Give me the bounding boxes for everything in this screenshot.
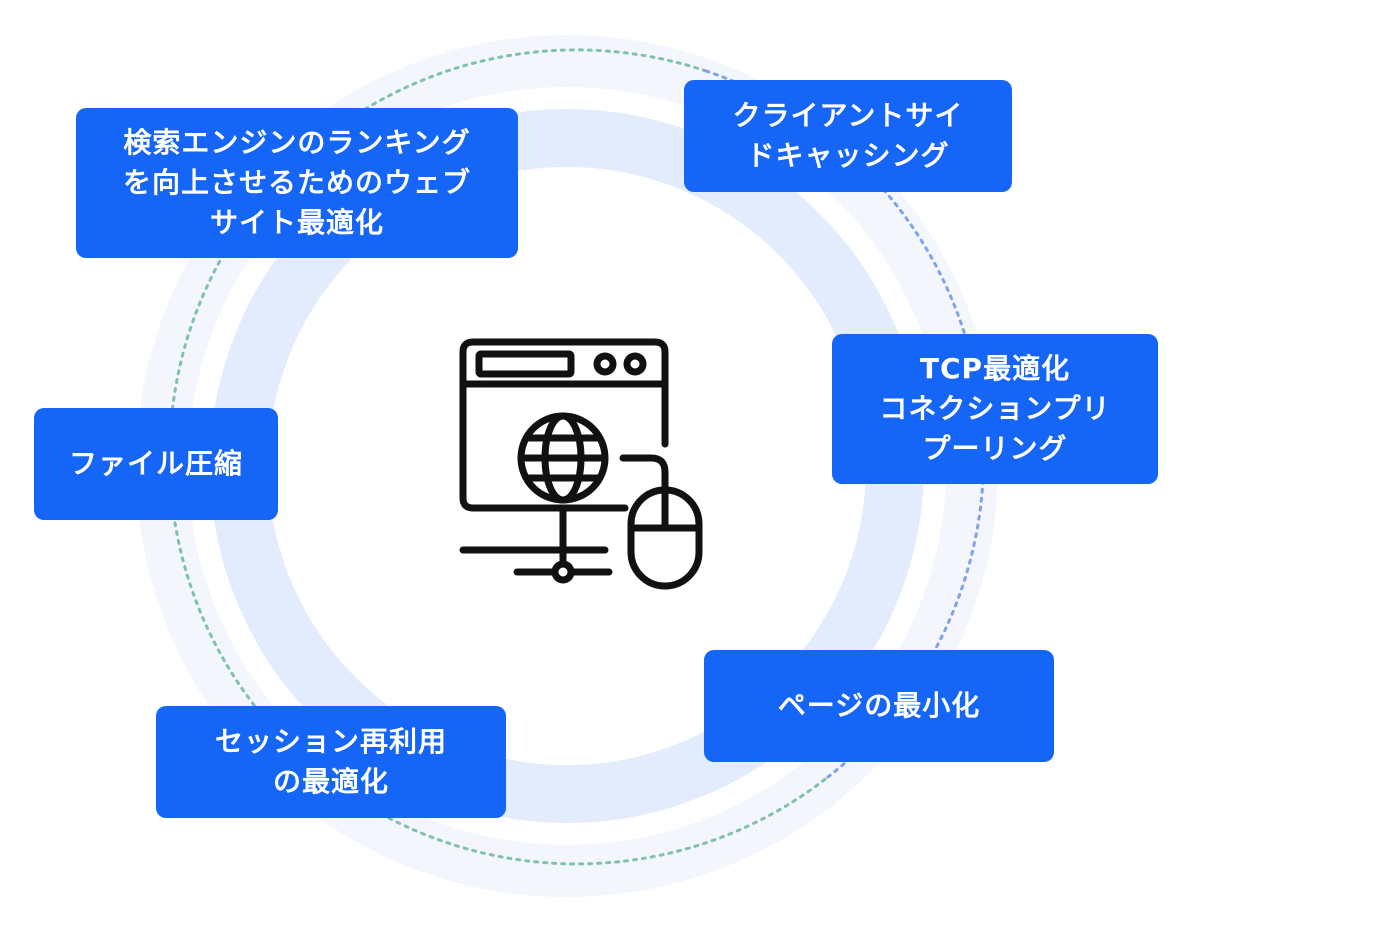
topic-box-page-minification: ページの最小化 [704,650,1054,762]
topic-box-client-caching: クライアントサイ ドキャッシング [684,80,1012,192]
topic-label-file-compression: ファイル圧縮 [68,447,243,480]
topic-label-seo-optimization: 検索エンジンのランキング を向上させるためのウェブ サイト最適化 [122,126,471,239]
topic-box-session-reuse: セッション再利用 の最適化 [156,706,506,818]
topic-label-tcp-optimization: TCP最適化 コネクションプリ プーリング [879,352,1111,465]
dotted-ring-left-arc [168,48,830,866]
topic-box-seo-optimization: 検索エンジンのランキング を向上させるためのウェブ サイト最適化 [76,108,518,258]
topic-box-tcp-optimization: TCP最適化 コネクションプリ プーリング [832,334,1158,484]
web-browser-globe-mouse-icon [459,338,703,590]
topic-label-page-minification: ページの最小化 [777,689,981,722]
topic-label-client-caching: クライアントサイ ドキャッシング [732,99,964,172]
topic-label-session-reuse: セッション再利用 の最適化 [214,725,447,798]
topic-box-file-compression: ファイル圧縮 [34,408,278,520]
